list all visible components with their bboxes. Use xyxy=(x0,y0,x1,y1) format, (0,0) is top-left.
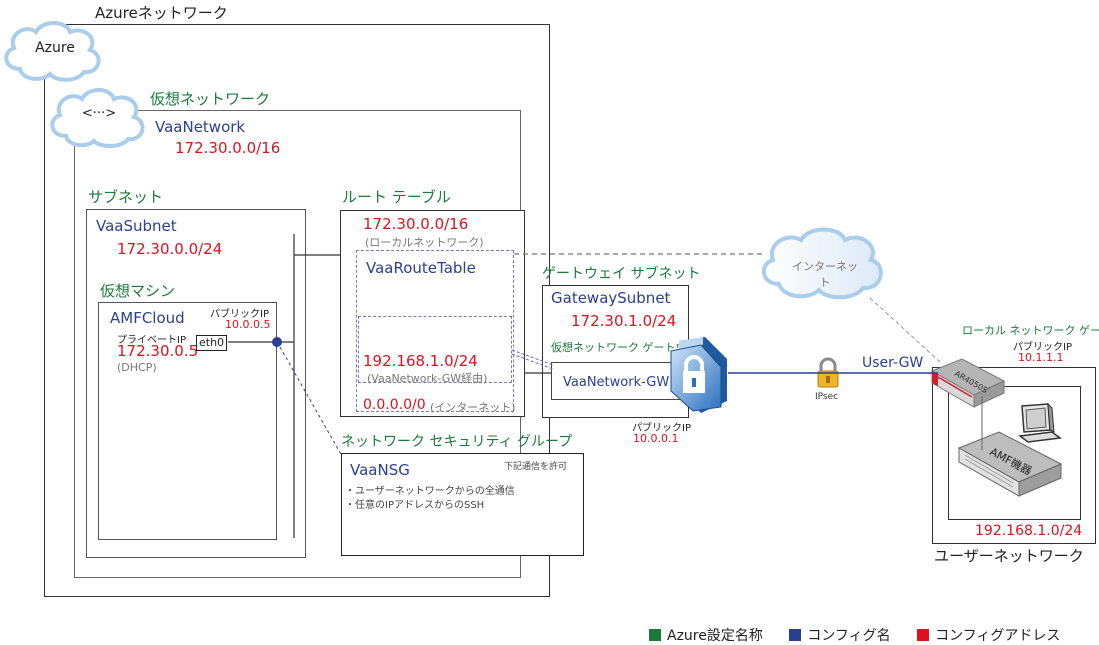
vnet-cloud-label: <···> xyxy=(81,106,117,121)
internet-router-line xyxy=(869,297,941,363)
azure-cloud-label: Azure xyxy=(35,40,75,56)
amf-switch-icon[interactable]: AMF機器 xyxy=(955,428,1065,503)
vm-public-ip-label: パブリックIP xyxy=(210,309,269,320)
nsg-title: ネットワーク セキュリティ グループ xyxy=(341,434,573,450)
user-network-title: ユーザーネットワーク xyxy=(934,547,1084,565)
route-3-note: (インターネット) xyxy=(430,401,516,414)
router-ar4050s-icon[interactable]: AR4050S xyxy=(928,355,1008,410)
vnet-cloud-icon xyxy=(50,88,145,148)
azure-network-title: Azureネットワーク xyxy=(95,4,228,22)
gateway-public-ip: 10.0.0.1 xyxy=(633,432,679,445)
nsg-box xyxy=(341,453,584,556)
vm-interface-eth0[interactable]: eth0 xyxy=(196,335,228,351)
legend-item-config-address: コンフィグアドレス xyxy=(917,628,1060,644)
internet-cloud-icon xyxy=(762,227,883,300)
vpn-gateway-lock-icon[interactable] xyxy=(665,335,735,415)
vnet-address: 172.30.0.0/16 xyxy=(175,139,281,157)
vnet-title: 仮想ネットワーク xyxy=(150,90,271,108)
ipsec-lock-icon xyxy=(817,357,839,388)
legend-item-azure-name: Azure設定名称 xyxy=(649,628,767,644)
gateway-public-ip-label: パブリックIP xyxy=(632,423,691,434)
legend-swatch-green xyxy=(649,629,661,641)
legend: Azure設定名称 コンフィグ名 コンフィグアドレス xyxy=(649,625,1060,645)
legend-item-config-name: コンフィグ名 xyxy=(789,628,895,644)
gateway-subnet-address: 172.30.1.0/24 xyxy=(571,312,677,330)
gateway-subnet-title: ゲートウェイ サブネット xyxy=(542,266,701,282)
route-table-config-outline xyxy=(356,250,514,412)
vm-public-ip: 10.0.0.5 xyxy=(225,318,271,331)
nsg-rule-2: ・任意のIPアドレスからのSSH xyxy=(345,500,485,511)
vm-private-ip: 172.30.0.5 xyxy=(117,342,199,360)
internet-cloud-label: インターネット xyxy=(792,260,858,289)
vm-name: AMFCloud xyxy=(110,309,185,327)
legend-swatch-blue xyxy=(789,629,802,641)
route-1-address: 172.30.0.0/16 xyxy=(363,215,469,233)
gateway-subnet-name: GatewaySubnet xyxy=(551,289,671,307)
nsg-name: VaaNSG xyxy=(350,461,410,479)
vng-box xyxy=(551,362,681,400)
vnet-name: VaaNetwork xyxy=(155,118,246,136)
route-2-note: (VaaNetwork-GW経由) xyxy=(367,372,488,385)
vng-title: 仮想ネットワーク ゲートウェイ xyxy=(551,341,709,354)
azure-cloud-icon xyxy=(4,21,101,82)
vng-name: VaaNetwork-GW xyxy=(563,375,670,390)
local-gateway-title: ローカル ネットワーク ゲートウェイ xyxy=(962,324,1099,337)
route-3-address: 0.0.0.0/0 xyxy=(363,397,426,413)
user-network-address: 192.168.1.0/24 xyxy=(975,523,1083,539)
local-gateway-public-ip: 10.1.1.1 xyxy=(1018,351,1064,364)
ipsec-label: IPsec xyxy=(815,392,839,402)
local-gateway-public-ip-label: パブリックIP xyxy=(1013,342,1072,353)
vm-private-ip-label: プライベートIP xyxy=(117,335,186,346)
subnet-name: VaaSubnet xyxy=(96,217,177,235)
legend-swatch-red xyxy=(917,629,930,641)
route-table-gw-route-outline xyxy=(358,316,512,383)
vm-private-ip-note: (DHCP) xyxy=(117,361,157,374)
local-gateway-name: User-GW xyxy=(862,355,924,371)
route-2-address: 192.168.1.0/24 xyxy=(363,352,478,370)
nsg-rule-1: ・ユーザーネットワークからの全通信 xyxy=(345,486,515,497)
nsg-note: 下記通信を許可 xyxy=(504,462,568,472)
pc-icon[interactable] xyxy=(1014,402,1062,448)
route-table-name: VaaRouteTable xyxy=(366,259,476,277)
route-table-title: ルート テーブル xyxy=(342,188,451,206)
subnet-address: 172.30.0.0/24 xyxy=(117,240,223,258)
route-1-note: (ローカルネットワーク) xyxy=(365,236,484,249)
subnet-title: サブネット xyxy=(88,188,164,206)
vm-title: 仮想マシン xyxy=(100,282,176,300)
